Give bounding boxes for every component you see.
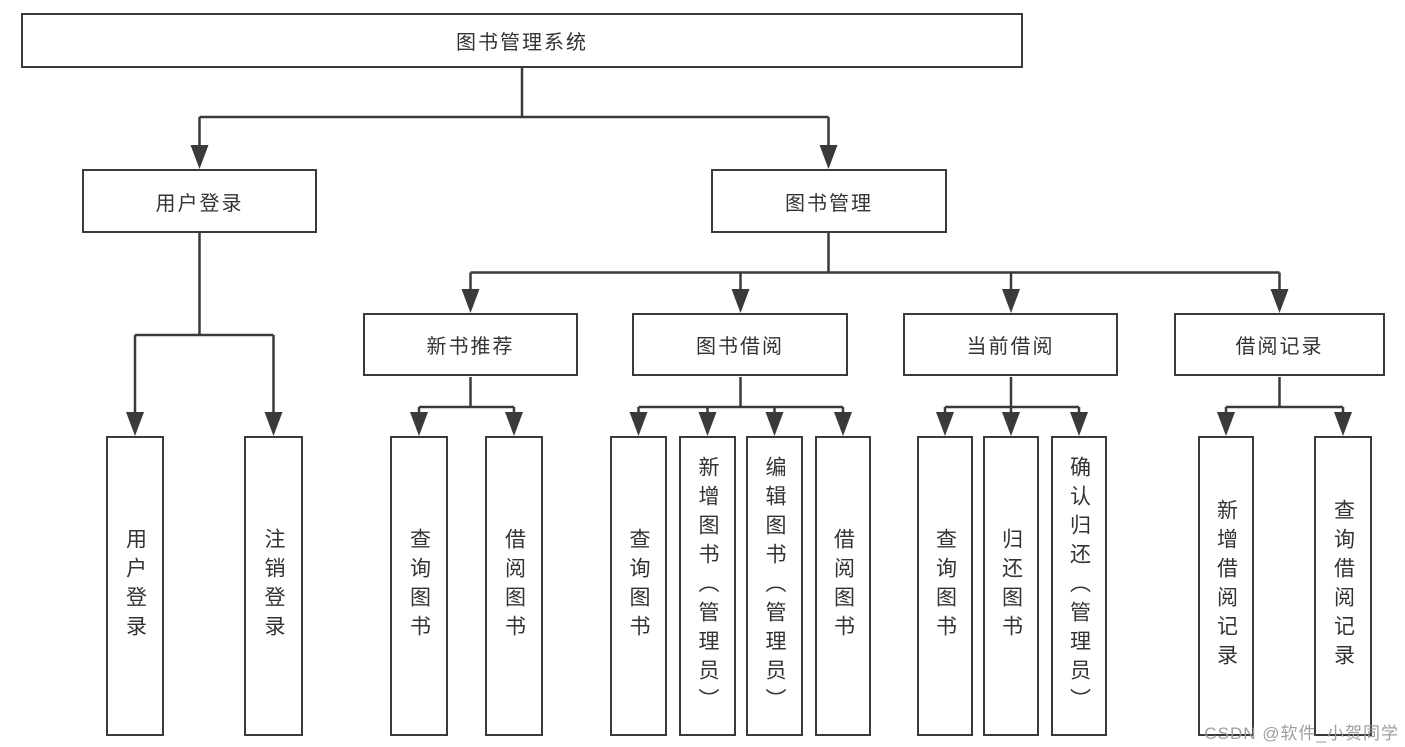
leaf-confirm-return-admin: 确认归还（管理员） bbox=[1051, 436, 1107, 736]
leaf-query-books-borrowing: 查询图书 bbox=[610, 436, 667, 736]
leaf-add-books-admin: 新增图书（管理员） bbox=[679, 436, 736, 736]
leaf-user-login: 用户登录 bbox=[106, 436, 164, 736]
csdn-watermark: CSDN @软件_小贺同学 bbox=[1204, 724, 1399, 743]
node-root-library-management-system: 图书管理系统 bbox=[21, 13, 1023, 68]
leaf-query-books-current: 查询图书 bbox=[917, 436, 973, 736]
leaf-borrow-books-recommend: 借阅图书 bbox=[485, 436, 543, 736]
leaf-query-books-recommend: 查询图书 bbox=[390, 436, 448, 736]
leaf-borrow-books-borrowing: 借阅图书 bbox=[815, 436, 871, 736]
leaf-add-borrow-record: 新增借阅记录 bbox=[1198, 436, 1254, 736]
node-branch-book-management: 图书管理 bbox=[711, 169, 947, 233]
node-new-book-recommend: 新书推荐 bbox=[363, 313, 578, 376]
arrowheads bbox=[126, 145, 1352, 436]
leaf-logout: 注销登录 bbox=[244, 436, 303, 736]
leaf-return-books: 归还图书 bbox=[983, 436, 1039, 736]
node-current-borrowing: 当前借阅 bbox=[903, 313, 1118, 376]
node-branch-user-login: 用户登录 bbox=[82, 169, 317, 233]
node-borrowing-records: 借阅记录 bbox=[1174, 313, 1385, 376]
leaf-edit-books-admin: 编辑图书（管理员） bbox=[746, 436, 803, 736]
node-book-borrowing: 图书借阅 bbox=[632, 313, 848, 376]
leaf-query-borrow-record: 查询借阅记录 bbox=[1314, 436, 1372, 736]
